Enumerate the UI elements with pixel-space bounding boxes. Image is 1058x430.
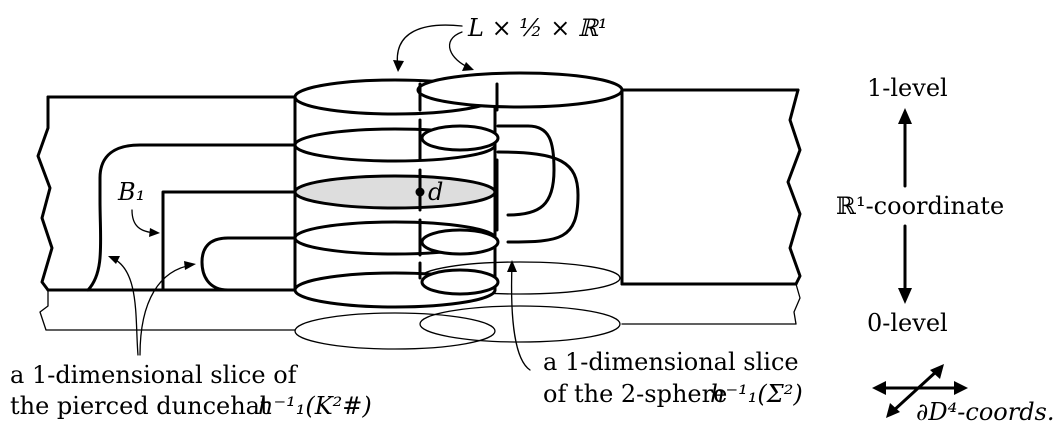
vertical-strands bbox=[418, 82, 499, 280]
boundary-coords-arrows bbox=[872, 364, 968, 418]
label-level1: 1-level bbox=[867, 74, 948, 102]
sphere-arrow bbox=[507, 260, 531, 371]
label-b1: B₁ bbox=[117, 178, 145, 206]
duncehat-caption-line1: a 1-dimensional slice of bbox=[10, 361, 299, 389]
sphere-math: h⁻¹₁(Σ²) bbox=[710, 380, 803, 408]
duncehat-arrows bbox=[108, 256, 196, 356]
label-d: d bbox=[428, 178, 443, 206]
label-level0: 0-level bbox=[867, 309, 948, 337]
top-arrows bbox=[393, 24, 474, 72]
duncehat-caption-line2: the pierced duncehat bbox=[10, 392, 270, 420]
duncehat-math: h⁻¹₁(K²#) bbox=[258, 392, 372, 420]
label-coordinate: ℝ¹-coordinate bbox=[836, 192, 1004, 220]
vertical-axis-arrows bbox=[898, 108, 912, 304]
label-boundary-coords: ∂D⁴-coords. bbox=[916, 398, 1055, 426]
label-top: L × ½ × ℝ¹ bbox=[467, 14, 608, 42]
sphere-caption-line2: of the 2-sphere bbox=[543, 380, 727, 408]
disc-top-right bbox=[416, 71, 624, 109]
b1-arrow bbox=[131, 209, 160, 237]
point-d bbox=[415, 187, 425, 197]
sphere-caption-line1: a 1-dimensional slice bbox=[543, 348, 799, 376]
shadow-ellipses bbox=[294, 261, 621, 350]
b1-loop bbox=[86, 143, 297, 292]
right-slab bbox=[620, 88, 802, 325]
left-slab bbox=[36, 95, 297, 331]
sphere-slice bbox=[420, 124, 580, 296]
disc-d-shaded bbox=[293, 174, 497, 210]
